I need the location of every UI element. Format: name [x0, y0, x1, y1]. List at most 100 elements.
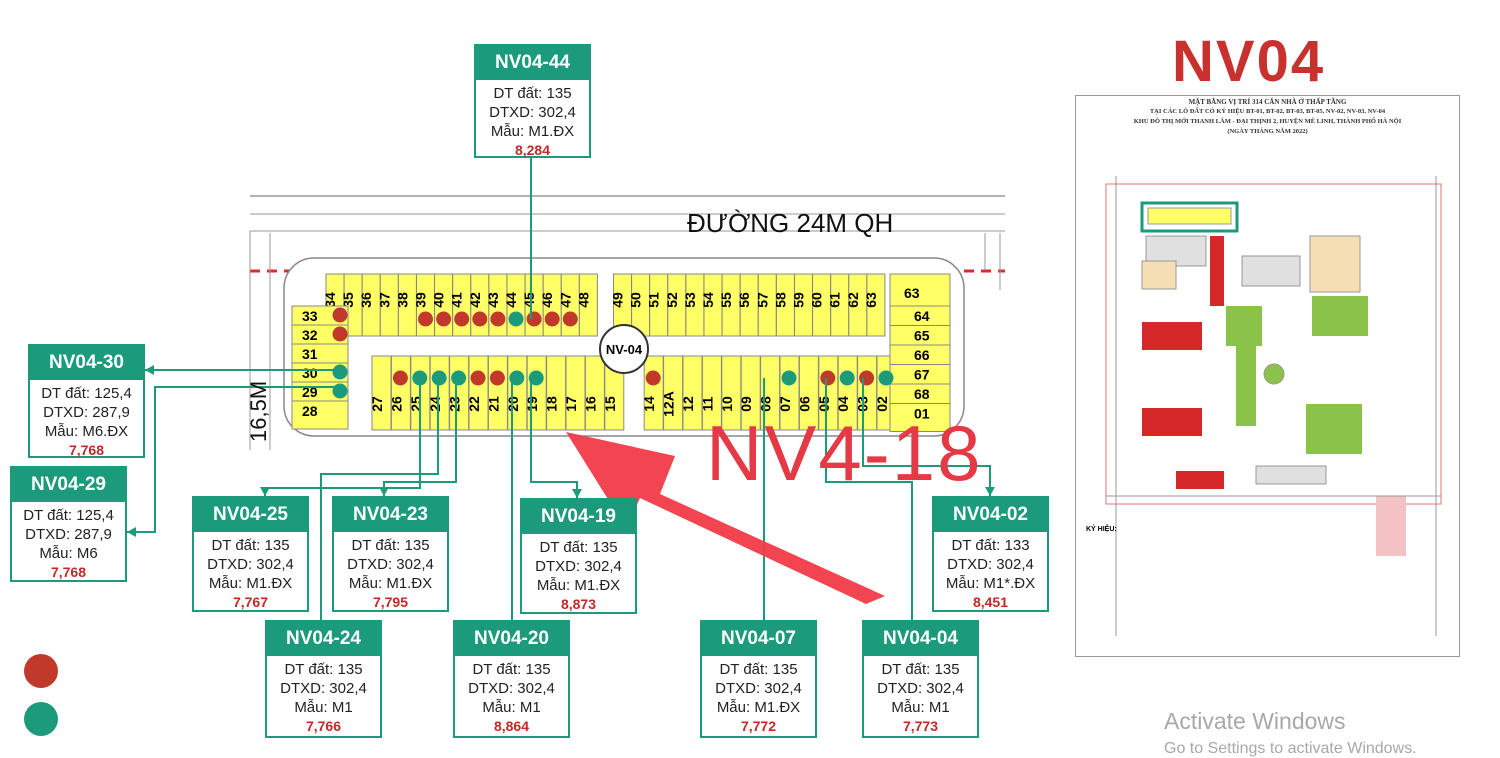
lot-label: 47: [557, 292, 573, 308]
connector-line: [825, 378, 913, 620]
lot-label: 42: [467, 292, 483, 308]
marker-46: [544, 311, 560, 327]
lot-label: 53: [682, 292, 698, 308]
lot-card-model: Mẫu: M1: [891, 699, 950, 716]
lot-card-code: NV04-29: [12, 468, 125, 502]
marker-24: [431, 370, 447, 386]
lot-label: 05: [816, 396, 832, 412]
lot-label: 01: [914, 406, 930, 422]
lot-63: [866, 273, 886, 337]
lot-label: 24: [427, 396, 443, 412]
marker-41: [454, 311, 470, 327]
lot-card-nv04-02: NV04-02 DT đất: 133 DTXD: 302,4 Mẫu: M1*…: [932, 496, 1049, 612]
lot-label: 68: [914, 386, 930, 402]
lot-label: 06: [796, 396, 812, 412]
lot-label: 60: [809, 292, 825, 308]
lot-card-model: Mẫu: M1: [482, 699, 541, 716]
marker-42: [472, 311, 488, 327]
lot-label: 37: [376, 292, 392, 308]
lot-card-nv04-23: NV04-23 DT đất: 135 DTXD: 302,4 Mẫu: M1.…: [332, 496, 449, 612]
lot-label: 12A: [661, 391, 677, 417]
lot-label: 12: [680, 396, 696, 412]
lot-card-model: Mẫu: M6.ĐX: [44, 423, 129, 440]
lot-28: [291, 400, 349, 430]
lot-label: 33: [302, 308, 318, 324]
marker-44: [508, 311, 524, 327]
marker-02: [878, 370, 894, 386]
lot-label: 28: [302, 403, 318, 419]
lot-48: [578, 273, 598, 337]
lot-card-floor: DTXD: 287,9: [43, 404, 130, 421]
lot-card-nv04-29: NV04-29 DT đất: 125,4 DTXD: 287,9 Mẫu: M…: [10, 466, 127, 582]
block-label-circle: [599, 324, 649, 374]
lot-card-model: Mẫu: M1.ĐX: [536, 577, 621, 594]
connector-arrowhead: [127, 527, 136, 537]
lot-label: 46: [539, 292, 555, 308]
lot-label: 25: [408, 396, 424, 412]
lot-label: 15: [602, 396, 618, 412]
connector-line: [862, 378, 991, 496]
lot-label: 22: [466, 396, 482, 412]
lot-card-nv04-30: NV04-30 DT đất: 125,4 DTXD: 287,9 Mẫu: M…: [28, 344, 145, 458]
marker-22: [470, 370, 486, 386]
lot-label: 18: [544, 396, 560, 412]
lot-label: 44: [503, 292, 519, 308]
lot-label: 45: [521, 292, 537, 308]
lot-label: 61: [827, 292, 843, 308]
lot-01: [889, 403, 951, 432]
lot-card-price: 7,768: [50, 564, 87, 580]
lot-card-area: DT đất: 135: [881, 661, 960, 678]
marker-03: [859, 370, 875, 386]
highlight-arrow: [566, 432, 885, 604]
marker-40: [436, 311, 452, 327]
lot-card-area: DT đất: 135: [719, 661, 798, 678]
lot-label: 55: [718, 292, 734, 308]
road-side-label: 16,5M: [246, 380, 271, 442]
marker-05: [820, 370, 836, 386]
lot-label: 56: [736, 292, 752, 308]
legend-sold-dot: [24, 654, 58, 688]
lot-card-code: NV04-25: [194, 498, 307, 532]
watermark-line2: Go to Settings to activate Windows.: [1164, 740, 1417, 757]
lot-17: [565, 355, 586, 431]
lot-card-code: NV04-24: [267, 622, 380, 656]
marker-04: [839, 370, 855, 386]
lot-card-nv04-44: NV04-44 DT đất: 135 DTXD: 302,4 Mẫu: M1.…: [474, 44, 591, 158]
lot-label: 11: [699, 396, 715, 411]
marker-19: [528, 370, 544, 386]
lot-label: 17: [563, 396, 579, 412]
lot-card-floor: DTXD: 302,4: [489, 104, 576, 121]
lot-label: 10: [719, 396, 735, 412]
lot-card-price: 7,772: [740, 718, 777, 734]
lot-label: 49: [610, 292, 626, 308]
lot-card-price: 7,766: [305, 718, 342, 734]
connector-arrowhead: [985, 487, 995, 496]
lot-card-price: 8,451: [972, 594, 1009, 610]
lot-24: [429, 355, 450, 431]
lot-22: [468, 355, 489, 431]
lot-label: 59: [791, 292, 807, 308]
lot-label: 19: [524, 396, 540, 412]
road-label: ĐƯỜNG 24M QH: [687, 208, 894, 238]
marker-20: [509, 370, 525, 386]
marker-23: [451, 370, 467, 386]
lot-card-area: DT đất: 135: [211, 537, 290, 554]
lot-card-code: NV04-07: [702, 622, 815, 656]
lot-label: 04: [835, 396, 851, 412]
lot-card-area: DT đất: 125,4: [41, 385, 132, 402]
lot-card-floor: DTXD: 302,4: [207, 556, 294, 573]
lot-20: [507, 355, 528, 431]
lot-label: 57: [754, 292, 770, 308]
lot-label: 07: [777, 396, 793, 412]
lot-label: 63: [904, 285, 920, 301]
lot-card-model: Mẫu: M1*.ĐX: [945, 575, 1036, 592]
lot-label: 65: [914, 328, 930, 344]
lot-label: 16: [582, 396, 598, 412]
lot-card-area: DT đất: 125,4: [23, 507, 114, 524]
lot-label: 51: [646, 292, 662, 308]
lot-card-price: 8,873: [560, 596, 597, 612]
lot-label: 41: [449, 292, 465, 308]
lot-label: 31: [302, 346, 318, 362]
lot-label: 63: [863, 292, 879, 308]
